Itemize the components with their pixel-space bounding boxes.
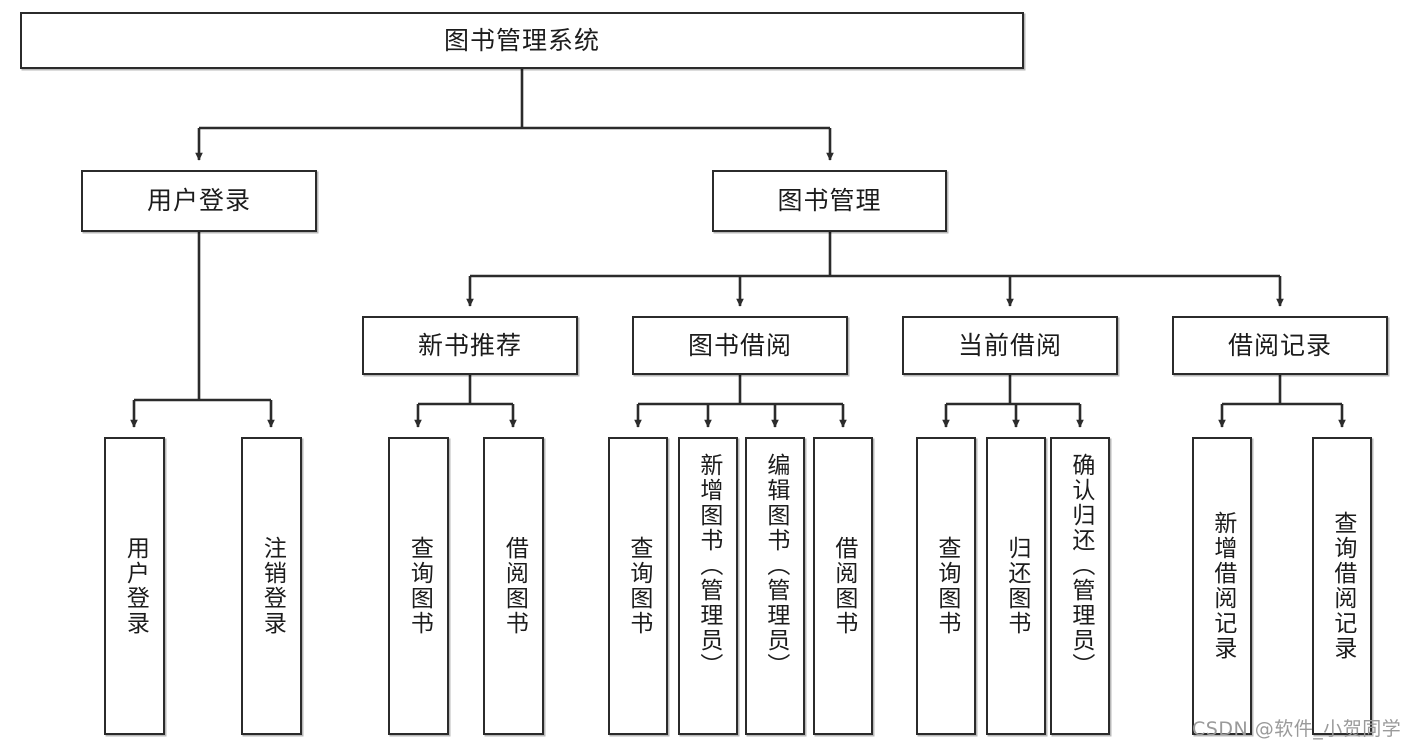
leaf-borrow-add-book-admin[interactable]: 新增图书（管理员）	[678, 437, 738, 735]
leaf-borrow-query-book[interactable]: 查询图书	[608, 437, 668, 735]
node-borrow-record[interactable]: 借阅记录	[1172, 316, 1388, 375]
leaf-current-return-book[interactable]: 归还图书	[986, 437, 1046, 735]
leaf-user-logout[interactable]: 注销登录	[241, 437, 302, 735]
node-book-borrow[interactable]: 图书借阅	[632, 316, 848, 375]
node-user-login[interactable]: 用户登录	[81, 170, 317, 232]
leaf-record-query-borrow-record[interactable]: 查询借阅记录	[1312, 437, 1372, 735]
leaf-current-confirm-return-admin[interactable]: 确认归还（管理员）	[1050, 437, 1110, 735]
csdn-watermark: CSDN @软件_小贺同学	[1192, 718, 1402, 740]
leaf-recommend-query-book[interactable]: 查询图书	[388, 437, 449, 735]
leaf-current-query-book[interactable]: 查询图书	[916, 437, 976, 735]
node-current-borrow[interactable]: 当前借阅	[902, 316, 1118, 375]
leaf-borrow-lend-book[interactable]: 借阅图书	[813, 437, 873, 735]
leaf-record-add-borrow-record[interactable]: 新增借阅记录	[1192, 437, 1252, 735]
leaf-borrow-edit-book-admin[interactable]: 编辑图书（管理员）	[745, 437, 805, 735]
node-root[interactable]: 图书管理系统	[20, 12, 1024, 69]
leaf-user-login[interactable]: 用户登录	[104, 437, 165, 735]
node-book-manage[interactable]: 图书管理	[712, 170, 947, 232]
leaf-recommend-borrow-book[interactable]: 借阅图书	[483, 437, 544, 735]
node-new-book-recommend[interactable]: 新书推荐	[362, 316, 578, 375]
